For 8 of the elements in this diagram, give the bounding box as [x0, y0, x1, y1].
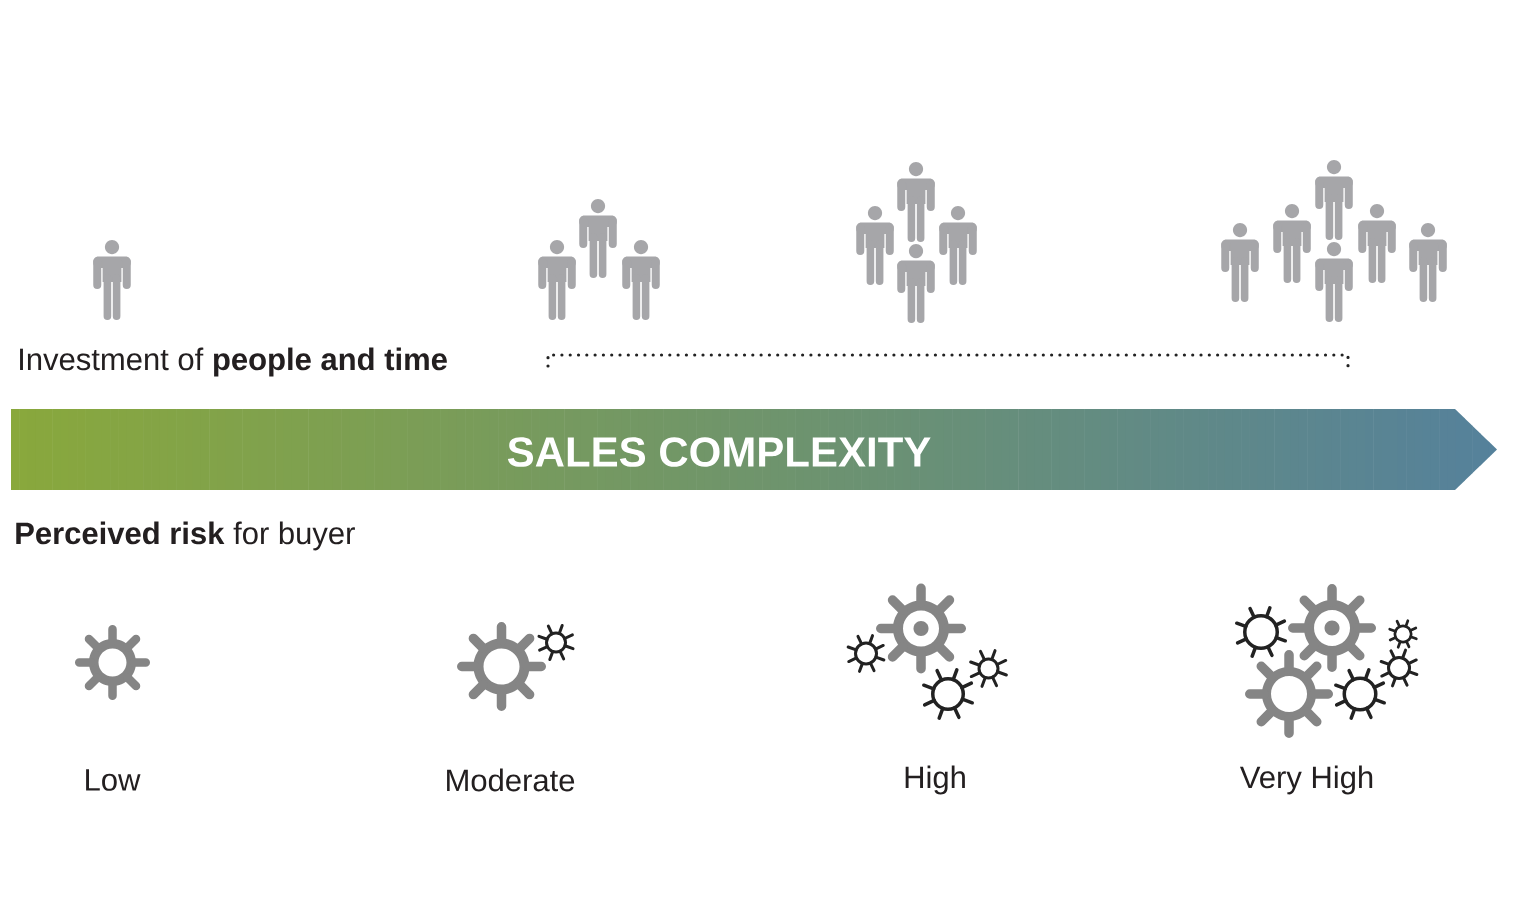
row-label: Investment of people and time: [20, 347, 447, 377]
row-label: Perceived risk for buyer: [16, 521, 355, 551]
level-label: Low: [86, 769, 141, 791]
node-label: SALES COMPLEXITY: [507, 437, 931, 467]
level-label: High: [905, 765, 965, 795]
arrow-band: SALES COMPLEXITY: [11, 409, 1497, 490]
level-label: Moderate: [447, 768, 575, 792]
level-label: Very High: [1239, 765, 1373, 795]
